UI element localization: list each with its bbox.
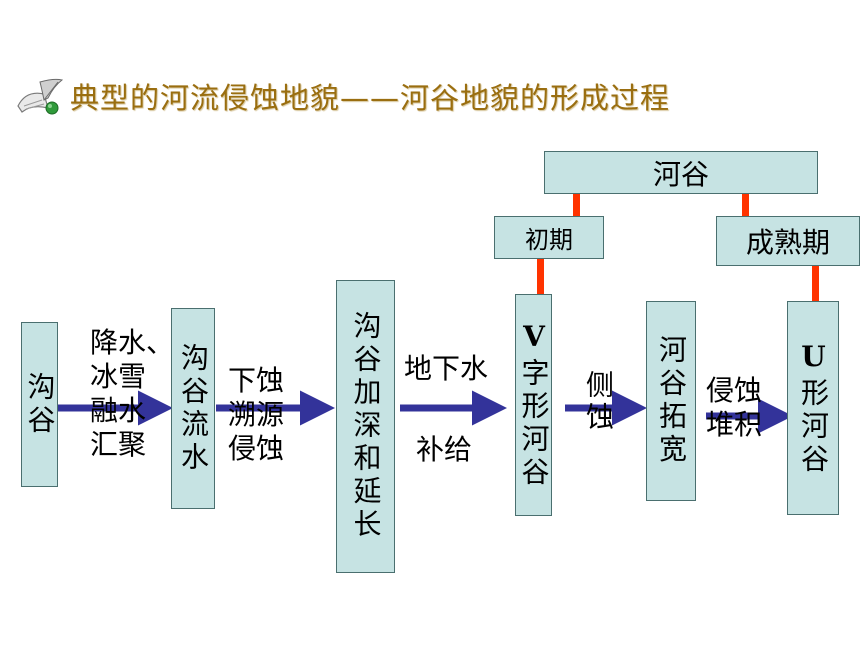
mature-stage-box: 成熟期 xyxy=(716,216,860,266)
connector-valley-early xyxy=(573,193,580,217)
gully-box: 沟谷 xyxy=(21,322,58,487)
label-erosion-deposition: 侵蚀 堆积 xyxy=(706,374,763,441)
page-title: 典型的河流侵蚀地貌——河谷地貌的形成过程 xyxy=(70,81,671,115)
connector-early-v xyxy=(537,258,544,294)
label-recharge: 补给 xyxy=(416,433,473,466)
label-precipitation: 降水、 冰雪 融水 汇聚 xyxy=(90,326,175,461)
connector-valley-mature xyxy=(742,193,749,217)
gully-flow-box: 沟谷流水 xyxy=(171,308,215,509)
label-downcutting: 下蚀 溯源 侵蚀 xyxy=(228,364,285,465)
title-row: 典型的河流侵蚀地貌——河谷地貌的形成过程 xyxy=(14,74,670,118)
river-valley-box: 河谷 xyxy=(544,151,818,194)
valley-widen-box: 河谷拓宽 xyxy=(646,301,696,501)
label-groundwater: 地下水 xyxy=(404,352,489,385)
u-shaped-valley-box: U 形河谷 xyxy=(787,301,839,515)
label-lateral-erosion: 侧蚀 xyxy=(582,370,615,434)
early-stage-box: 初期 xyxy=(494,216,604,259)
v-shaped-valley-box: V 字形河谷 xyxy=(515,294,552,516)
deepen-extend-box: 沟谷加深和延长 xyxy=(336,280,395,573)
quill-scroll-icon xyxy=(17,78,64,115)
connector-mature-u xyxy=(812,265,819,301)
